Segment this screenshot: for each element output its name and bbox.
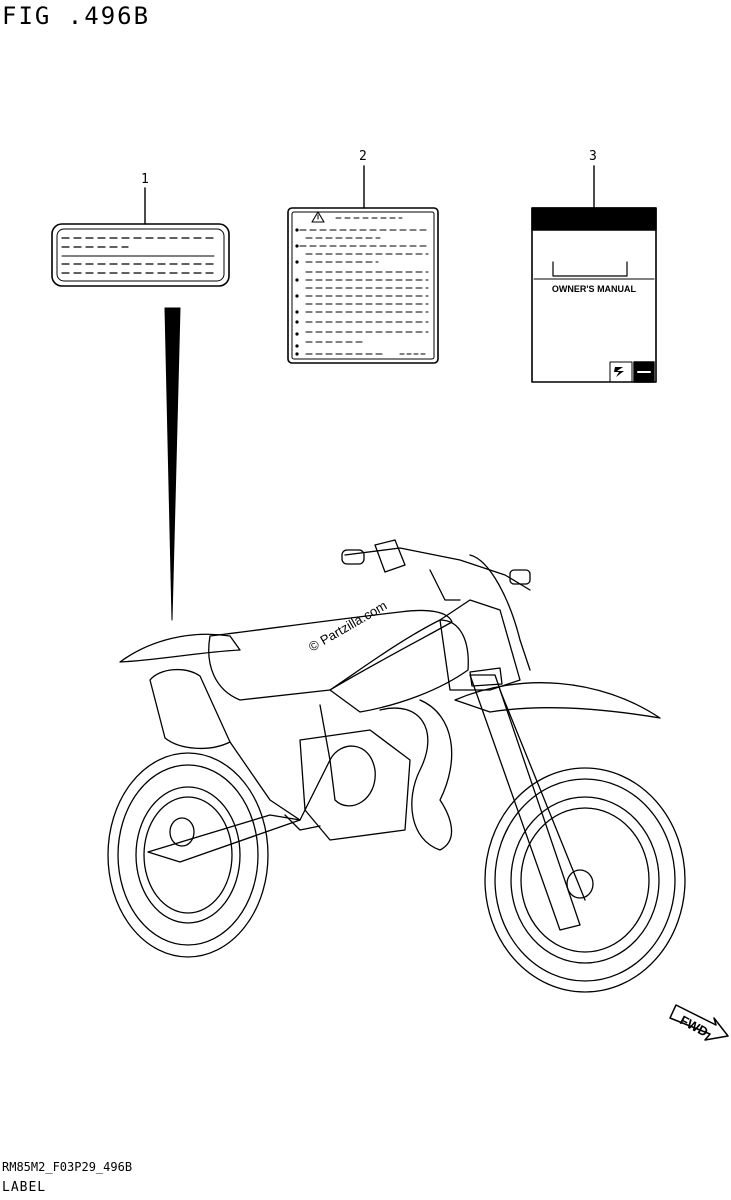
forward-direction-arrow bbox=[669, 1004, 729, 1041]
section-label: LABEL bbox=[2, 1180, 47, 1195]
motorcycle-outline bbox=[107, 539, 686, 993]
callout-1: 1 bbox=[141, 172, 149, 187]
fwd-label: FWD bbox=[678, 1012, 711, 1039]
diagram-code: RM85M2_F03P29_496B bbox=[2, 1160, 133, 1174]
label-location-pointer bbox=[164, 307, 181, 621]
figure-title: FIG .496B bbox=[2, 2, 151, 30]
suzuki-logo-icon bbox=[614, 367, 624, 377]
manual-title: OWNER'S MANUAL bbox=[552, 284, 637, 294]
owners-manual-part-3[interactable] bbox=[531, 207, 657, 383]
warning-triangle-icon bbox=[311, 211, 325, 223]
label-part-2[interactable] bbox=[287, 207, 439, 364]
callout-2: 2 bbox=[359, 149, 367, 164]
watermark: © Partzilla.com bbox=[306, 598, 389, 655]
callout-3: 3 bbox=[589, 149, 597, 164]
label-part-1[interactable] bbox=[51, 223, 230, 287]
